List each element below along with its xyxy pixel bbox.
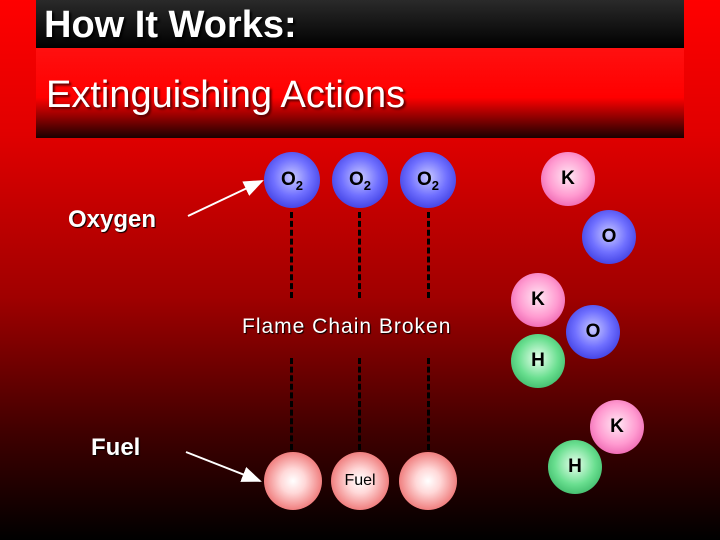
hydrogen-atom-2: H [548,440,602,494]
chain-line-2-top [358,212,361,298]
potassium-atom-3: K [590,400,644,454]
fuel-ball-1 [264,452,322,510]
oxygen-atom-1: O [582,210,636,264]
title-bar [36,0,684,48]
potassium-atom-2: K [511,273,565,327]
fuel-ball-2: Fuel [331,452,389,510]
oxygen-arrow [187,180,264,217]
flame-chain-label: Flame Chain Broken [242,315,452,338]
potassium-atom-1: K [541,152,595,206]
subtitle-bar [36,48,684,138]
oxygen-label: Oxygen [68,206,157,233]
chain-line-1-top [290,212,293,298]
chain-line-1-bottom [290,358,293,450]
slide-subtitle: Extinguishing Actions [46,74,406,116]
fuel-arrow [185,451,262,482]
slide-title: How It Works: [44,4,297,46]
chain-line-3-top [427,212,430,298]
chain-line-2-bottom [358,358,361,450]
fuel-ball-3 [399,452,457,510]
fuel-label: Fuel [91,434,141,461]
chain-line-3-bottom [427,358,430,450]
oxygen-atom-2: O [566,305,620,359]
hydrogen-atom-1: H [511,334,565,388]
